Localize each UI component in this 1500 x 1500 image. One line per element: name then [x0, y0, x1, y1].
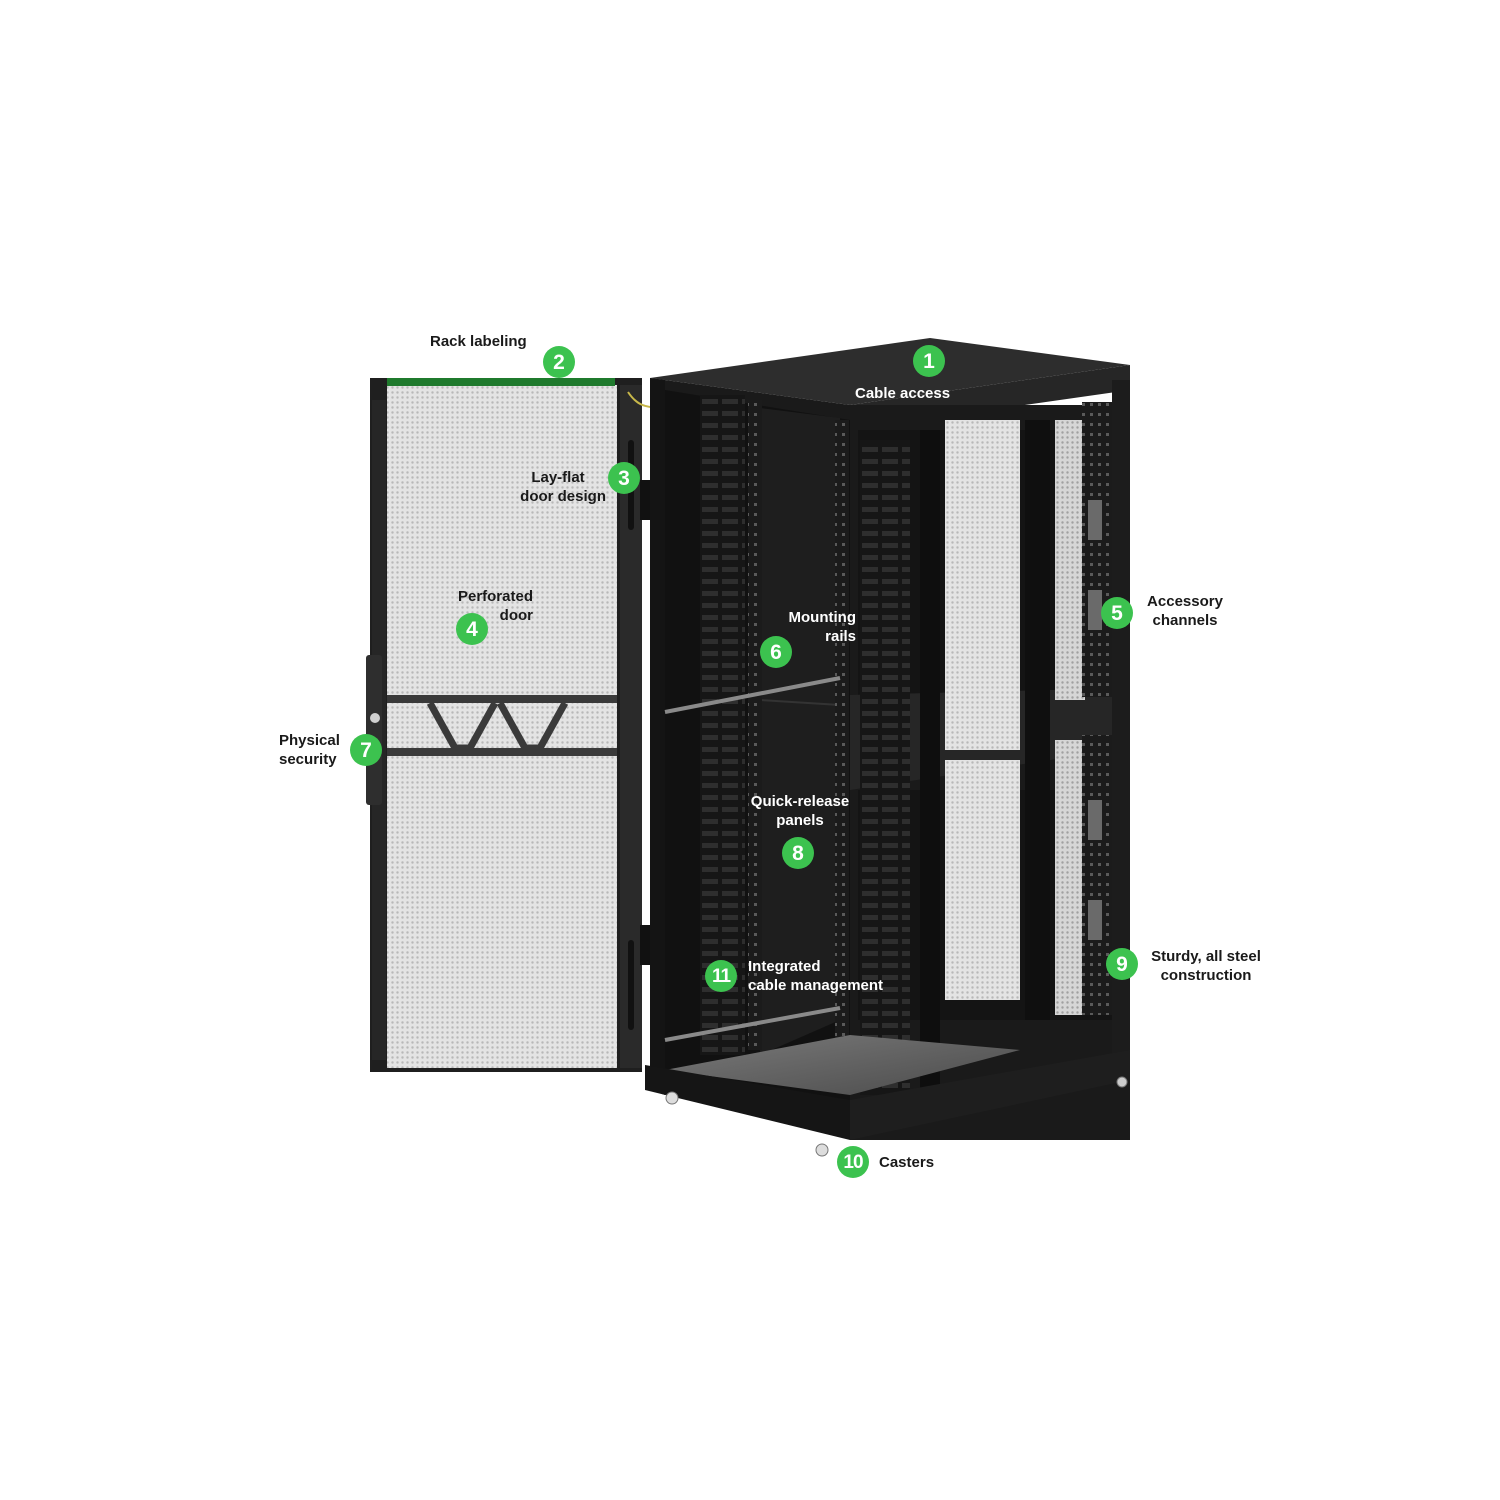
callout-label-accessory-channels: Accessory channels — [1140, 592, 1230, 630]
label-line: panels — [776, 812, 824, 829]
label-line: Sturdy, all steel — [1151, 948, 1261, 965]
callout-label-sturdy-steel: Sturdy, all steel construction — [1145, 947, 1267, 985]
base-frame-side — [645, 1065, 850, 1140]
label-line: cable management — [748, 977, 884, 994]
label-line: Mounting — [788, 609, 856, 626]
callout-label-rack-labeling: Rack labeling — [430, 332, 527, 351]
cable-management-column — [700, 395, 745, 1055]
label-line: Accessory — [1147, 593, 1223, 610]
perforated-door — [366, 378, 663, 1072]
callout-badge-4: 4 — [456, 613, 488, 645]
callout-badge-7: 7 — [350, 734, 382, 766]
rack-label-strip — [387, 378, 615, 386]
caster-icon — [1116, 1076, 1128, 1088]
callout-badge-11: 11 — [705, 960, 737, 992]
label-line: Integrated — [748, 958, 821, 975]
caster-icon — [665, 1091, 679, 1105]
rack-cabinet — [645, 338, 1130, 1157]
callout-badge-3: 3 — [608, 462, 640, 494]
label-line: door design — [520, 488, 606, 505]
label-line: channels — [1152, 612, 1218, 629]
label-line: construction — [1160, 967, 1252, 984]
callout-badge-10: 10 — [837, 1146, 869, 1178]
label-line: Cable access — [855, 385, 951, 402]
accessory-channel-top — [1082, 402, 1112, 697]
callout-badge-5: 5 — [1101, 597, 1133, 629]
callout-label-perforated-door: Perforated door — [446, 587, 533, 625]
callout-badge-8: 8 — [782, 837, 814, 869]
callout-label-integrated-cable-management: Integrated cable management — [748, 957, 883, 995]
accessory-channel-bottom — [1082, 735, 1112, 1015]
label-line: Perforated — [457, 588, 533, 605]
label-line: Lay-flat — [531, 469, 585, 486]
callout-badge-1: 1 — [913, 345, 945, 377]
callout-badge-9: 9 — [1106, 948, 1138, 980]
label-line: Physical — [279, 732, 340, 749]
label-line: rails — [825, 628, 856, 645]
callout-label-cable-access: Cable access — [855, 384, 950, 403]
callout-label-physical-security: Physical security — [279, 731, 340, 769]
callout-badge-2: 2 — [543, 346, 575, 378]
label-line: security — [279, 751, 337, 768]
caster-icon — [815, 1143, 829, 1157]
callout-badge-6: 6 — [760, 636, 792, 668]
label-line: Rack labeling — [430, 333, 527, 350]
label-line: Quick-release — [750, 793, 850, 810]
base-frame-front — [850, 1050, 1130, 1140]
label-line: Casters — [879, 1154, 935, 1171]
callout-label-lay-flat-door: Lay-flat door design — [510, 468, 606, 506]
callout-label-mounting-rails: Mounting rails — [780, 608, 856, 646]
callout-label-casters: Casters — [879, 1153, 934, 1172]
callout-label-quick-release-panels: Quick-release panels — [745, 792, 855, 830]
label-line: door — [499, 607, 533, 624]
